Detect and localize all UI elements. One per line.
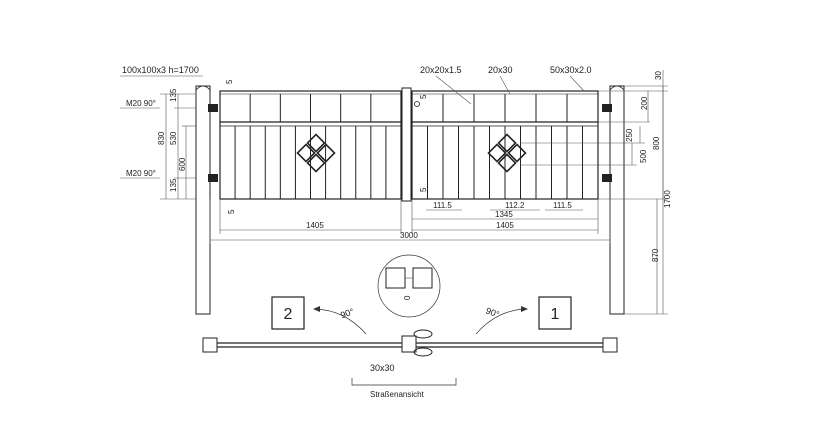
center-latch xyxy=(401,87,420,202)
frame-profile-label: 20x20x1.5 xyxy=(420,65,462,75)
left-gate-leaf xyxy=(219,90,402,200)
rail-profile-label: 50x30x2.0 xyxy=(550,65,592,75)
dim-gap-a: 111.5 xyxy=(433,201,452,210)
dim-mid-height: 530 xyxy=(169,131,178,145)
dim-bottom-offset: 135 xyxy=(169,178,178,192)
hinge-icon xyxy=(208,104,612,182)
dim-gap-b: 112.2 xyxy=(505,201,525,210)
dim-post-top: 30 xyxy=(654,71,663,80)
dim-detail-gap: 0 xyxy=(403,295,412,300)
dim-center-gap-bottom: 5 xyxy=(419,187,428,192)
dim-leaf-right: 1405 xyxy=(496,221,514,230)
hinge-bottom-label: M20 90° xyxy=(126,169,156,178)
dim-lower-height: 600 xyxy=(178,157,187,171)
dim-inner-span: 1345 xyxy=(495,210,513,219)
street-view-label: Straßenansicht xyxy=(370,390,425,399)
dim-total-height-left: 830 xyxy=(157,131,166,145)
dim-top-offset: 135 xyxy=(169,88,178,102)
dim-total-width: 3000 xyxy=(400,231,418,240)
dim-leaf-left: 1405 xyxy=(306,221,324,230)
horizontal-dimensions xyxy=(209,199,611,244)
latch-detail xyxy=(377,254,441,318)
dim-left-gap-bottom: 5 xyxy=(227,209,236,214)
left-post xyxy=(195,85,211,315)
dim-ornament-offset: 250 xyxy=(625,128,634,142)
dim-gap-c: 111.5 xyxy=(553,201,572,210)
dim-post-ground: 870 xyxy=(651,248,660,262)
left-dimensions xyxy=(120,75,203,200)
bar-profile-label: 20x30 xyxy=(488,65,513,75)
plan-view xyxy=(202,306,618,386)
dim-post-total: 1700 xyxy=(663,190,672,208)
dim-left-gap-top: 5 xyxy=(225,79,234,84)
hinge-top-label: M20 90° xyxy=(126,99,156,108)
lock-profile-label: 30x30 xyxy=(370,363,395,373)
ornament-right xyxy=(487,133,527,173)
svg-text:1: 1 xyxy=(551,306,560,323)
swing-arc-right xyxy=(475,308,527,335)
dim-gate-height: 800 xyxy=(652,136,661,150)
right-gate-leaf xyxy=(411,90,599,200)
ornament-left xyxy=(296,133,336,173)
street-view-bracket xyxy=(351,378,457,386)
leaf-number-box-left: 2 xyxy=(271,296,305,330)
svg-text:2: 2 xyxy=(284,306,293,323)
right-post xyxy=(609,85,625,315)
post-label: 100x100x3 h=1700 xyxy=(122,65,199,75)
dim-ornament-height: 500 xyxy=(639,149,648,163)
angle-left-label: 90° xyxy=(339,306,356,320)
right-dimensions xyxy=(520,70,668,315)
dim-top-band: 200 xyxy=(640,96,649,110)
leaf-number-box-right: 1 xyxy=(538,296,572,330)
callout-leaders xyxy=(435,75,585,105)
dim-center-gap-top: 5 xyxy=(419,94,428,99)
angle-right-label: 90° xyxy=(484,306,501,320)
